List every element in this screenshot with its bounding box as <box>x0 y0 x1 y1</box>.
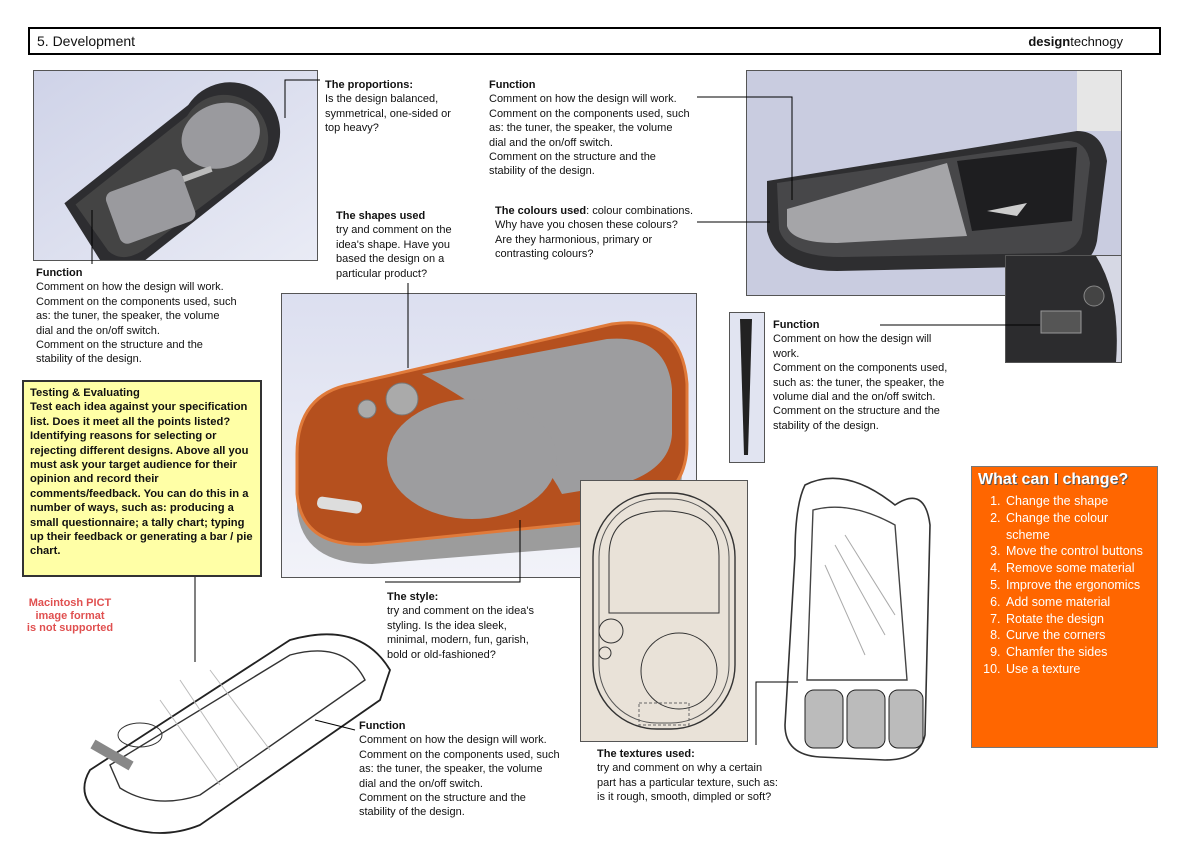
sketch-phone-perspective <box>60 610 400 840</box>
pict-unsupported-notice: Macintosh PICT image format is not suppo… <box>26 597 114 634</box>
change-item: Change the colour scheme <box>1004 510 1151 544</box>
sketch-tall-device <box>775 465 965 765</box>
testing-evaluating-box: Testing & Evaluating Test each idea agai… <box>22 380 262 577</box>
header-bar: 5. Development designtechnogy <box>28 27 1161 55</box>
note-style: The style: try and comment on the idea's… <box>387 591 535 661</box>
note-function-right: Function Comment on how the design will … <box>773 319 948 432</box>
note-colours: The colours used: colour combinations. W… <box>495 205 694 261</box>
what-can-i-change-box: What can I change? Change the shape Chan… <box>971 466 1158 748</box>
render-stylus <box>729 312 765 463</box>
sketch-front-view <box>580 480 748 742</box>
change-item: Rotate the design <box>1004 611 1151 628</box>
change-item: Improve the ergonomics <box>1004 577 1151 594</box>
note-shapes: The shapes used try and comment on the i… <box>336 210 452 280</box>
note-function-top: Function Comment on how the design will … <box>489 79 690 178</box>
change-item: Curve the corners <box>1004 627 1151 644</box>
brand-label: designtechnogy <box>1028 34 1123 49</box>
note-textures: The textures used: try and comment on wh… <box>597 748 778 804</box>
render-side-detail <box>1005 255 1122 363</box>
change-item: Chamfer the sides <box>1004 644 1151 661</box>
note-function-bottom: Function Comment on how the design will … <box>359 720 560 819</box>
change-item: Move the control buttons <box>1004 543 1151 560</box>
change-item: Change the shape <box>1004 493 1151 510</box>
change-item: Use a texture <box>1004 661 1151 678</box>
change-item: Remove some material <box>1004 560 1151 577</box>
change-item: Add some material <box>1004 594 1151 611</box>
change-list: Change the shape Change the colour schem… <box>978 493 1151 678</box>
note-function-left: Function Comment on how the design will … <box>36 267 237 366</box>
render-dark-phone <box>33 70 318 261</box>
section-title: 5. Development <box>37 33 136 49</box>
note-proportions: The proportions: Is the design balanced,… <box>325 79 451 135</box>
testing-text: Testing & Evaluating Test each idea agai… <box>30 387 253 558</box>
what-can-i-change-heading: What can I change? <box>978 471 1129 488</box>
